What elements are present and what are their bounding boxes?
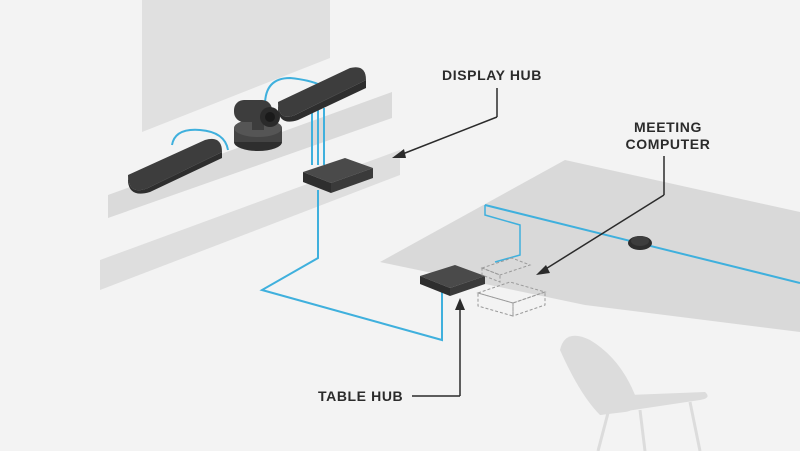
display-hub-device [303,158,373,193]
chair [560,335,708,451]
display-hub-label: DISPLAY HUB [442,67,542,83]
cable-camera-top [264,76,321,106]
meeting-computer-pointer [536,156,665,275]
display-shelf [108,92,392,218]
table-grommet [628,236,652,250]
left-speaker [128,138,222,194]
wall-display [142,0,330,132]
cable-display-to-table [259,190,443,342]
right-speaker [278,67,366,122]
camera-head [234,100,280,127]
meeting-computer-label-line1: MEETING [634,119,702,135]
meeting-table [380,160,800,332]
cable-speaker-left [171,128,229,151]
table-hub-pointer [412,298,465,397]
meeting-computer-label-line2: COMPUTER [626,136,711,152]
table-hub-label: TABLE HUB [318,388,403,404]
meeting-computer-device [476,257,547,317]
table-hub-device [420,265,485,296]
display-hub-pointer [392,88,498,158]
cable-table-short [484,205,521,263]
